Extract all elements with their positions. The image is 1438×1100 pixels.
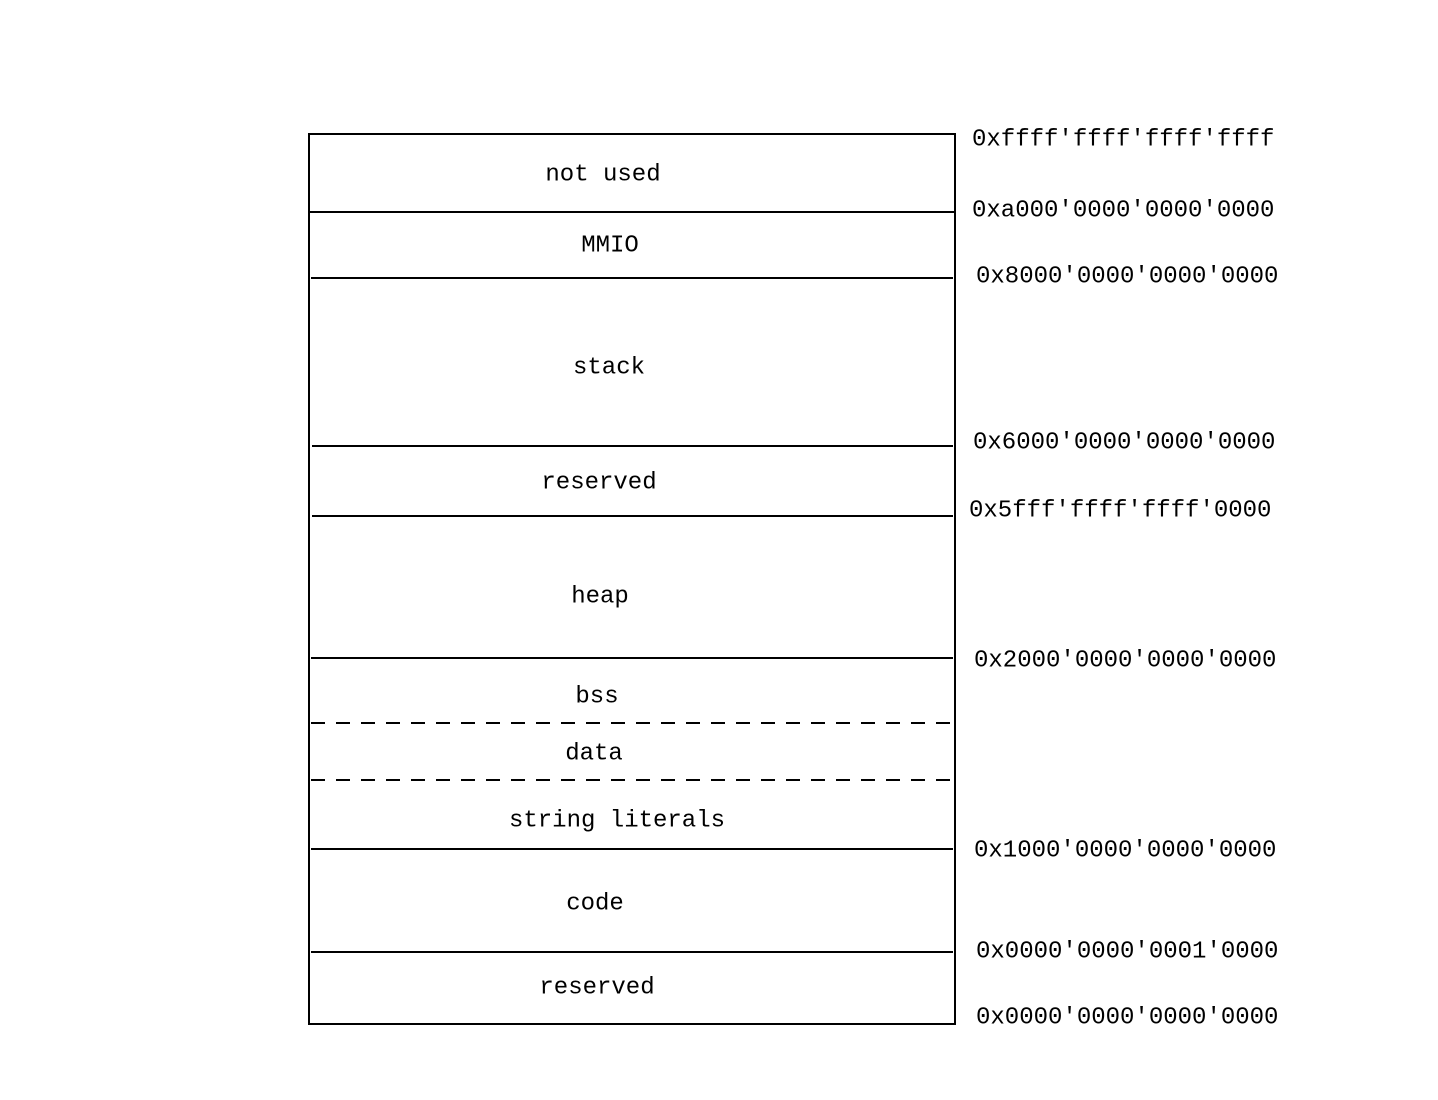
segment-label-reserved-upper: reserved — [541, 469, 656, 496]
segment-label-heap: heap — [571, 583, 629, 610]
segment-label-string-literals: string literals — [509, 807, 725, 834]
address-label: 0x0000'0000'0001'0000 — [976, 938, 1278, 965]
address-label: 0x5fff'ffff'ffff'0000 — [969, 497, 1271, 524]
segment-label-stack: stack — [573, 354, 645, 381]
memory-map-outline — [308, 133, 956, 1025]
address-label: 0xa000'0000'0000'0000 — [972, 197, 1274, 224]
segment-label-mmio: MMIO — [581, 232, 639, 259]
address-label: 0x1000'0000'0000'0000 — [974, 837, 1276, 864]
address-label: 0xffff'ffff'ffff'ffff — [972, 126, 1274, 153]
segment-label-not-used: not used — [545, 161, 660, 188]
address-label: 0x8000'0000'0000'0000 — [976, 263, 1278, 290]
segment-label-bss: bss — [575, 683, 618, 710]
address-label: 0x0000'0000'0000'0000 — [976, 1004, 1278, 1031]
address-label: 0x6000'0000'0000'0000 — [973, 429, 1275, 456]
segment-label-reserved-lower: reserved — [539, 974, 654, 1001]
segment-label-code: code — [566, 890, 624, 917]
segment-label-data: data — [565, 740, 623, 767]
address-label: 0x2000'0000'0000'0000 — [974, 647, 1276, 674]
